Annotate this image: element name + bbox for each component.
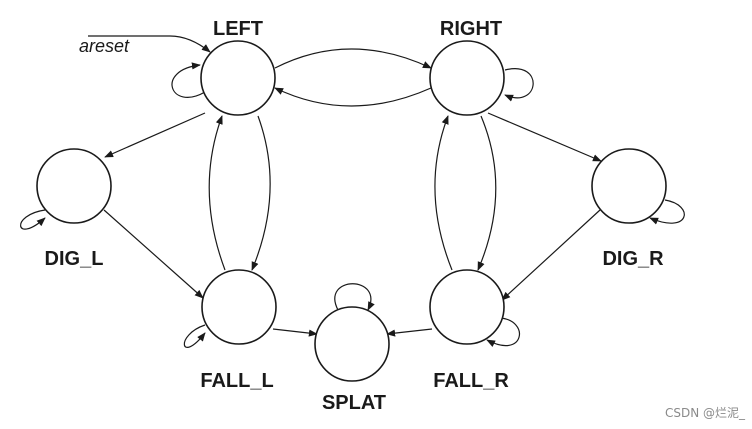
edge-right-self-loop	[504, 68, 534, 102]
edge-fall-l-to-left	[208, 115, 226, 271]
state-dig-r	[591, 148, 667, 224]
edge-left-to-dig-l	[104, 112, 206, 158]
state-left	[200, 40, 276, 116]
edge-fall-l-self-loop	[183, 324, 206, 348]
state-dig-l-label: DIG_L	[45, 248, 104, 270]
state-fall-l	[201, 269, 277, 345]
edge-left-self-loop	[171, 62, 206, 98]
watermark: CSDN @烂泥_	[665, 406, 746, 420]
edge-fall-r-self-loop	[486, 317, 520, 347]
edge-dig-r-self-loop	[649, 199, 685, 225]
edge-dig-l-self-loop	[20, 209, 46, 230]
state-left-label: LEFT	[213, 18, 263, 40]
state-fall-r	[429, 269, 505, 345]
state-right-label: RIGHT	[440, 18, 502, 40]
reset-edge	[88, 35, 211, 53]
edge-fall-r-to-right	[434, 115, 453, 271]
state-splat	[314, 306, 390, 382]
reset-label: areset	[79, 36, 130, 56]
edge-dig-r-to-fall-r	[501, 209, 601, 301]
state-dig-l	[36, 148, 112, 224]
state-right	[429, 40, 505, 116]
edge-left-to-fall-l	[251, 115, 271, 271]
state-fall-r-label: FALL_R	[433, 370, 509, 392]
edge-left-to-right	[274, 48, 432, 69]
state-splat-label: SPLAT	[322, 392, 386, 414]
state-dig-r-label: DIG_R	[602, 248, 664, 270]
edge-dig-l-to-fall-l	[103, 209, 204, 299]
edge-right-to-fall-r	[477, 115, 497, 271]
edge-splat-self-loop	[334, 283, 375, 311]
edge-fall-l-to-splat	[272, 328, 318, 337]
edge-right-to-left	[274, 87, 432, 107]
state-fall-l-label: FALL_L	[200, 370, 273, 392]
edge-right-to-dig-r	[487, 112, 602, 162]
edge-fall-r-to-splat	[386, 328, 433, 337]
